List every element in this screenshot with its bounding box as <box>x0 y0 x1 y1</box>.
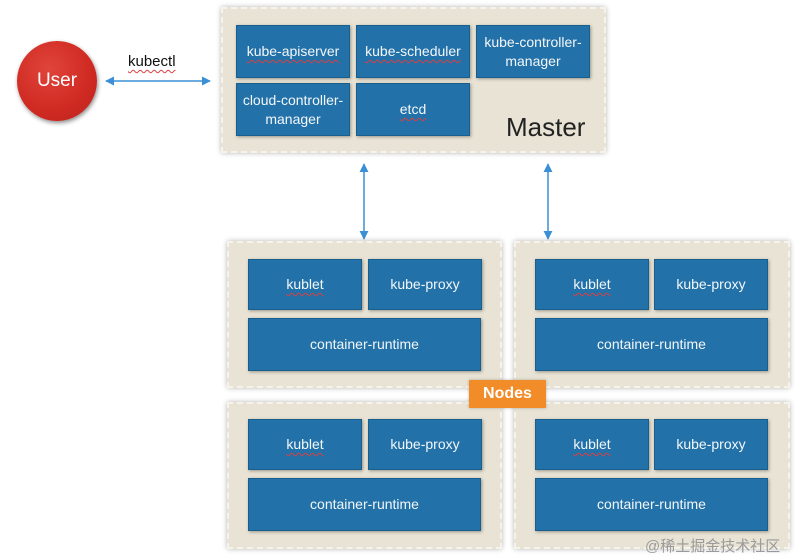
container-runtime-box: container-runtime <box>248 318 481 371</box>
kubelet-box: kublet <box>535 259 649 310</box>
kubectl-label: kubectl <box>128 53 176 70</box>
kubelet-box: kublet <box>248 419 362 470</box>
container-runtime-label: container-runtime <box>310 496 419 512</box>
nodes-badge: Nodes <box>469 380 546 408</box>
kubelet-label: kublet <box>286 436 324 452</box>
kube-apiserver-box: kube-apiserver <box>236 25 350 78</box>
kube-controller-manager-box: kube-controller- manager <box>476 25 590 78</box>
watermark-text: @稀土掘金技术社区 <box>645 538 781 555</box>
nodes-label: Nodes <box>483 385 532 402</box>
kube-proxy-label: kube-proxy <box>676 276 746 292</box>
user-circle: User <box>17 41 97 121</box>
container-runtime-label: container-runtime <box>597 336 706 352</box>
kube-proxy-box: kube-proxy <box>368 419 482 470</box>
container-runtime-box: container-runtime <box>535 478 768 531</box>
kubelet-label: kublet <box>573 276 611 292</box>
kube-proxy-label: kube-proxy <box>676 436 746 452</box>
kube-scheduler-box: kube-scheduler <box>356 25 470 78</box>
container-runtime-box: container-runtime <box>248 478 481 531</box>
etcd-label: etcd <box>399 101 427 117</box>
master-label: Master <box>506 112 586 142</box>
kubelet-label: kublet <box>573 436 611 452</box>
kubelet-box: kublet <box>535 419 649 470</box>
kubelet-box: kublet <box>248 259 362 310</box>
container-runtime-label: container-runtime <box>597 496 706 512</box>
kube-proxy-box: kube-proxy <box>654 419 768 470</box>
kube-proxy-label: kube-proxy <box>390 436 460 452</box>
kube-proxy-box: kube-proxy <box>368 259 482 310</box>
kube-apiserver-label: kube-apiserver <box>246 43 340 59</box>
kube-controller-manager-label: kube-controller- manager <box>484 33 582 69</box>
user-label: User <box>36 70 78 91</box>
kube-proxy-label: kube-proxy <box>390 276 460 292</box>
kube-scheduler-label: kube-scheduler <box>365 43 461 59</box>
cloud-controller-manager-box: cloud-controller- manager <box>236 83 350 136</box>
etcd-box: etcd <box>356 83 470 136</box>
kube-proxy-box: kube-proxy <box>654 259 768 310</box>
container-runtime-label: container-runtime <box>310 336 419 352</box>
kubelet-label: kublet <box>286 276 324 292</box>
cloud-controller-manager-label: cloud-controller- manager <box>242 91 344 127</box>
container-runtime-box: container-runtime <box>535 318 768 371</box>
